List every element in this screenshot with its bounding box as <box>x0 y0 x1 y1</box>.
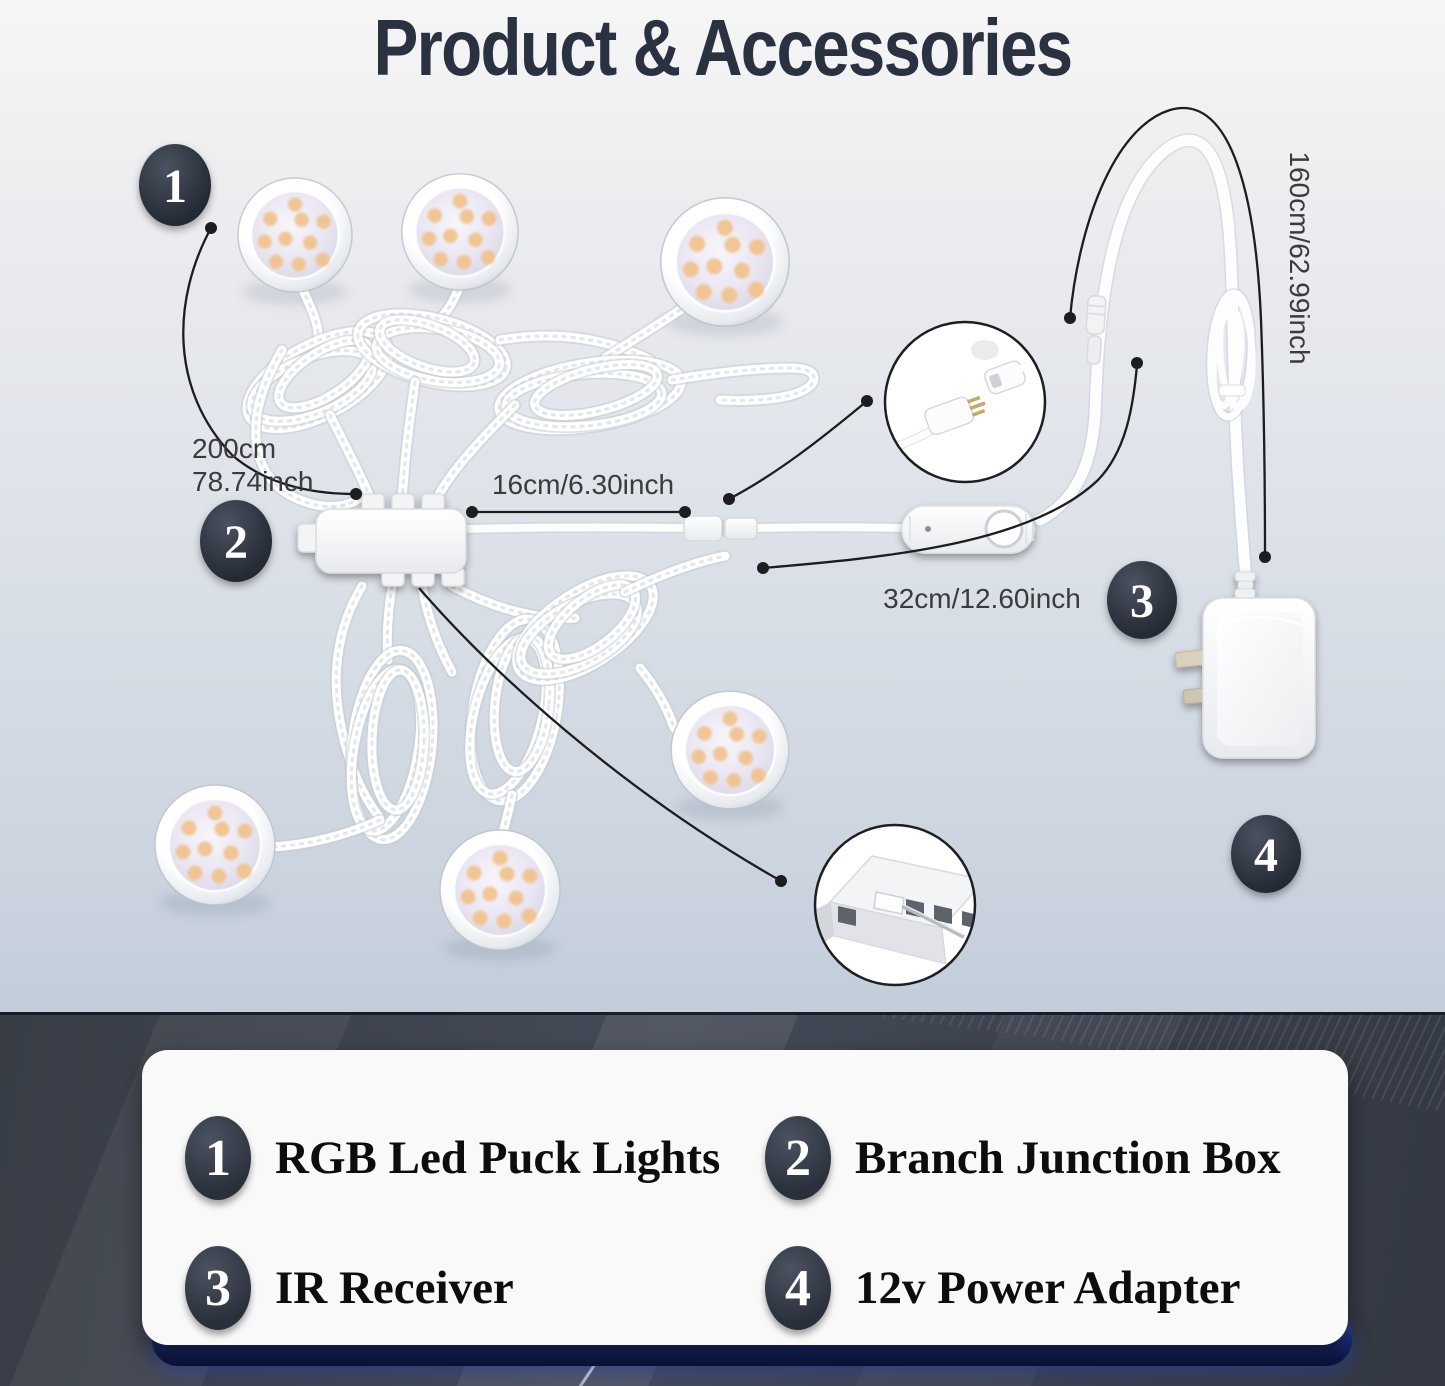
branch-junction-box <box>297 493 467 587</box>
puck-light-1 <box>238 178 352 292</box>
measure-line-160cm <box>1064 106 1271 563</box>
legend-label-4: 12v Power Adapter <box>855 1262 1241 1314</box>
measure-line-200cm <box>182 222 362 500</box>
legend-label-2: Branch Junction Box <box>855 1132 1281 1184</box>
puck-light-6 <box>671 691 789 809</box>
badge-4: 4 <box>1231 815 1301 893</box>
puck-light-2 <box>402 174 518 290</box>
label-32cm: 32cm/12.60inch <box>883 583 1081 614</box>
product-diagram: 1 2 3 4 200cm 78.74inch 16cm/6.30inch 32… <box>139 106 1316 987</box>
legend-label-1: RGB Led Puck Lights <box>275 1132 721 1184</box>
measure-line-32cm <box>757 357 1143 574</box>
legend-item-junction-box: 2 Branch Junction Box <box>765 1116 1281 1200</box>
label-16cm: 16cm/6.30inch <box>492 469 674 500</box>
svg-text:2: 2 <box>224 516 248 569</box>
legend-item-power-adapter: 4 12v Power Adapter <box>765 1246 1241 1330</box>
puck-light-4 <box>155 785 275 905</box>
label-7874inch: 78.74inch <box>192 466 313 497</box>
power-adapter <box>1174 571 1316 759</box>
label-160cm: 160cm/62.99inch <box>1284 151 1315 364</box>
rgb-inline-connector <box>683 515 758 542</box>
legend-badge-4: 4 <box>765 1246 831 1330</box>
svg-text:4: 4 <box>1254 829 1278 882</box>
callout-lines <box>182 106 1271 887</box>
junction-inset-leader <box>418 587 787 887</box>
legend-panel <box>142 1050 1348 1345</box>
badge-3: 3 <box>1107 561 1177 639</box>
badge-2: 2 <box>200 500 272 582</box>
svg-text:3: 3 <box>1130 575 1154 628</box>
legend-badge-3: 3 <box>185 1246 251 1330</box>
junction-detail-inset <box>813 823 977 987</box>
puck-ribbon-cables <box>240 281 821 854</box>
label-200cm: 200cm <box>192 433 276 464</box>
legend-badge-2: 2 <box>765 1116 831 1200</box>
svg-text:1: 1 <box>163 160 187 213</box>
puck-light-5 <box>440 830 560 950</box>
diagram-badges: 1 2 3 4 <box>139 144 1301 893</box>
connector-detail-inset <box>883 320 1047 484</box>
page-title: Product & Accessories <box>373 3 1074 92</box>
badge-1: 1 <box>139 144 211 226</box>
power-cable-coil <box>1205 288 1257 422</box>
connector-inset-leader <box>723 395 873 505</box>
measurement-labels: 200cm 78.74inch 16cm/6.30inch 32cm/12.60… <box>192 151 1315 614</box>
connection-cords <box>461 133 1253 587</box>
ir-receiver <box>901 505 1035 554</box>
legend-item-puck-lights: 1 RGB Led Puck Lights <box>185 1116 720 1200</box>
legend-badge-1: 1 <box>185 1116 251 1200</box>
puck-light-3 <box>661 198 789 326</box>
measure-line-16cm <box>466 506 691 518</box>
adapter-strain-relief <box>1234 571 1256 599</box>
legend-label-3: IR Receiver <box>275 1262 514 1314</box>
legend-item-ir-receiver: 3 IR Receiver <box>185 1246 514 1330</box>
dc-barrel-connector <box>1085 295 1107 365</box>
